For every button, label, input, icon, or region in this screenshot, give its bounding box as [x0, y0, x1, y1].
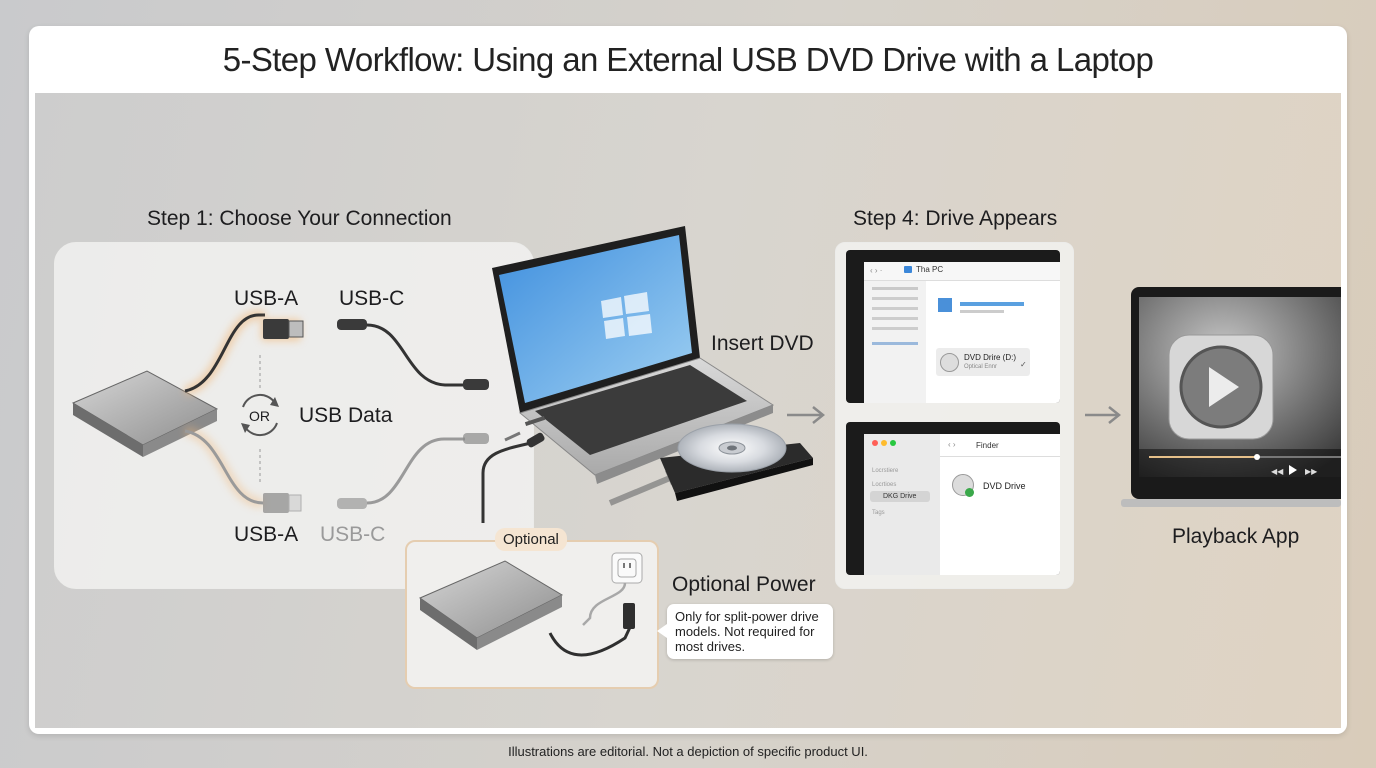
minimize-dot-icon[interactable]	[881, 440, 887, 446]
dvd-disc-icon	[677, 423, 787, 473]
diagram-stage: Step 1: Choose Your Connection USB-A USB…	[35, 93, 1341, 728]
step4-heading: Step 4: Drive Appears	[853, 207, 1058, 230]
play-button-icon[interactable]	[1289, 465, 1297, 475]
diagram-card: 5-Step Workflow: Using an External USB D…	[29, 26, 1347, 734]
nav-arrows-icon[interactable]: ‹ › ·	[870, 266, 883, 275]
dvd-drive-icon	[940, 353, 959, 372]
usb-a-top-label: USB-A	[234, 287, 299, 310]
optional-tag: Optional	[495, 528, 567, 551]
page-title: 5-Step Workflow: Using an External USB D…	[222, 41, 1154, 78]
playback-app-label: Playback App	[1172, 525, 1300, 548]
forward-icon[interactable]: ▶▶	[1305, 467, 1318, 476]
usb-c-top-label: USB-C	[339, 287, 405, 310]
player-controls	[1139, 449, 1341, 477]
finder-nav-icon[interactable]: ‹ ›	[948, 440, 956, 449]
finder-title: Finder	[976, 441, 999, 450]
or-switch-icon	[241, 393, 279, 437]
finder-sidebar: Locrstiere Locrtioes DKG Drive Tags	[864, 434, 940, 575]
pc-icon	[904, 266, 912, 273]
usb-power-plug-icon	[623, 603, 635, 629]
step1-heading: Step 1: Choose Your Connection	[147, 207, 452, 230]
playback-laptop: ◀◀ ▶▶	[1121, 287, 1341, 507]
green-check-icon	[965, 488, 974, 497]
arrow-icon	[787, 406, 826, 424]
optional-power-heading: Optional Power	[672, 573, 816, 596]
or-label: OR	[249, 408, 270, 424]
power-dvd-drive	[418, 560, 564, 650]
workflow-illustration	[71, 226, 1122, 657]
insert-dvd-label: Insert DVD	[711, 332, 814, 355]
usb-a-bottom-label: USB-A	[234, 523, 299, 546]
close-dot-icon[interactable]	[872, 440, 878, 446]
finder-side-label-3: Tags	[872, 510, 885, 516]
mac-finder-window: Locrstiere Locrtioes DKG Drive Tags ‹ › …	[846, 422, 1060, 575]
usb-c-end-plug-icon	[463, 379, 489, 390]
footer-disclaimer: Illustrations are editorial. Not a depic…	[508, 744, 868, 759]
power-outlet-icon	[611, 552, 643, 584]
play-icon	[1209, 367, 1239, 407]
usb-data-label: USB Data	[299, 404, 393, 427]
usb-c-plug-icon	[337, 319, 367, 330]
dvd-drive-item[interactable]: DVD Drire (D:) Optical Ennr ✓	[936, 348, 1030, 376]
usb-a-plug-faded-icon	[263, 493, 302, 513]
windows-logo-icon	[601, 292, 652, 339]
finder-side-item[interactable]: DKG Drive	[870, 491, 930, 502]
finder-side-label-1: Locrstiere	[872, 468, 899, 474]
arrow-icon	[1085, 406, 1122, 424]
address-bar[interactable]: Tha PC	[916, 265, 944, 274]
checkmark-icon: ✓	[1020, 360, 1027, 369]
usb-a-plug-icon	[261, 319, 304, 341]
arrow-icon	[504, 431, 521, 442]
power-note-callout: Only for split-power drive models. Not r…	[657, 604, 833, 659]
usb-c-plug-faded-icon	[337, 498, 367, 509]
explorer-sidebar	[864, 281, 926, 403]
scrubber-handle[interactable]	[1254, 454, 1260, 460]
external-dvd-drive	[71, 370, 219, 457]
zoom-dot-icon[interactable]	[890, 440, 896, 446]
windows-screen	[499, 235, 692, 403]
finder-side-item-label: DKG Drive	[883, 493, 917, 500]
mac-dvd-name: DVD Drive	[983, 481, 1026, 491]
finder-side-label-2: Locrtioes	[872, 482, 897, 488]
windows-explorer-window: ‹ › · Tha PC DVD Drire (D:)	[846, 250, 1060, 403]
laptop	[492, 226, 775, 484]
windows-drive-icon	[938, 298, 952, 312]
usb-c-bottom-label: USB-C	[320, 523, 386, 546]
dvd-drive-name: DVD Drire (D:)	[964, 353, 1016, 362]
rewind-icon[interactable]: ◀◀	[1271, 467, 1284, 476]
dvd-drive-sub: Optical Ennr	[964, 364, 998, 370]
